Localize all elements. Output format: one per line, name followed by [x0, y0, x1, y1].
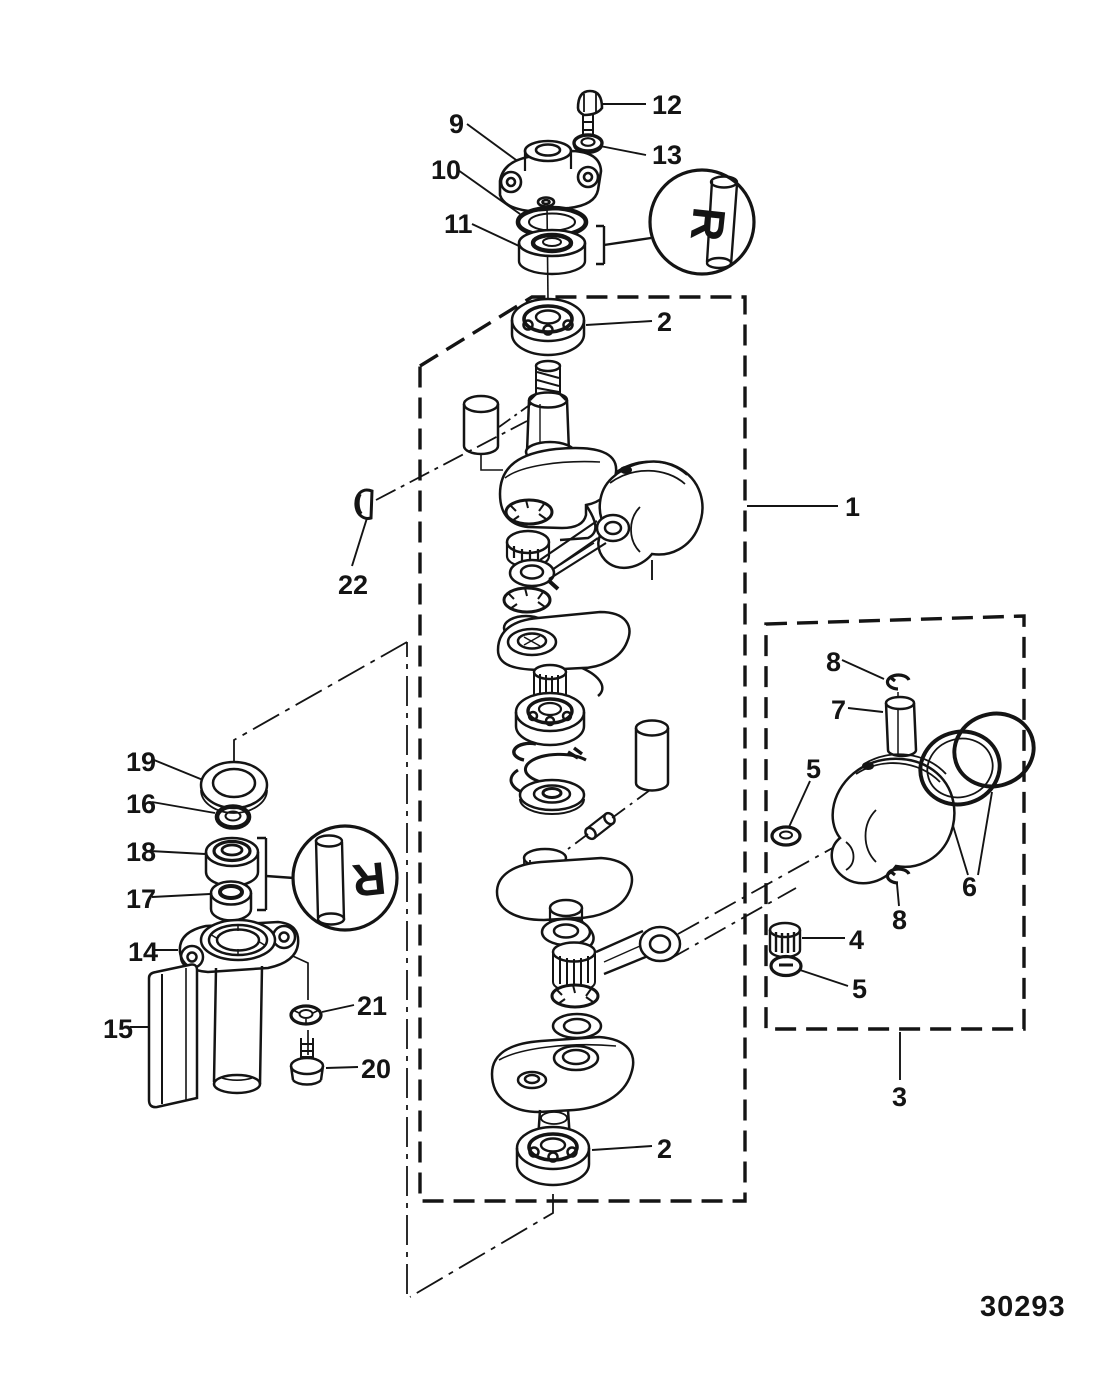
callout-16: 16 — [126, 789, 156, 819]
callout-15: 15 — [103, 1014, 133, 1044]
spline-journal — [532, 663, 568, 701]
callout-3: 3 — [892, 1082, 907, 1112]
ball-bearing-top — [510, 297, 586, 357]
detail-inset-left — [291, 824, 399, 932]
bearing-18 — [204, 836, 260, 888]
drawing-number: 30293 — [980, 1291, 1066, 1323]
end-cap-14 — [178, 918, 300, 1095]
woodruff-key-22 — [354, 488, 374, 520]
callout-2-top: 2 — [657, 307, 672, 337]
callout-20: 20 — [361, 1054, 391, 1084]
callout-6: 6 — [962, 872, 977, 902]
callout-5-upper: 5 — [806, 754, 821, 784]
piston-group — [768, 673, 1036, 978]
screw-20 — [289, 1038, 325, 1086]
callout-11: 11 — [444, 209, 473, 239]
callout-9: 9 — [449, 109, 464, 139]
callout-1: 1 — [845, 492, 860, 522]
washer-5-lower — [769, 954, 803, 978]
roller-pin-right — [634, 719, 670, 792]
wrist-pin-7 — [884, 695, 918, 758]
washer-5-upper — [770, 825, 802, 847]
callout-14: 14 — [128, 937, 158, 967]
callout-2-bottom: 2 — [657, 1134, 672, 1164]
crankshaft-assembly-box-1 — [418, 295, 747, 1203]
needle-roller-small — [584, 811, 616, 841]
piston-3 — [830, 753, 956, 885]
callout-21: 21 — [357, 991, 387, 1021]
retaining-rings — [509, 741, 587, 815]
inset-r-mark-left: R — [350, 852, 388, 907]
callout-17: 17 — [126, 884, 156, 914]
retaining-clip-8-bottom — [885, 867, 911, 885]
inset-markings: R R — [350, 205, 736, 907]
callout-8-top: 8 — [826, 647, 841, 677]
thrust-washer-19 — [199, 760, 269, 814]
o-ring-16 — [214, 804, 252, 830]
needle-bearing-4 — [768, 921, 802, 959]
detail-inset-top — [648, 168, 756, 276]
liner-15 — [147, 963, 199, 1109]
upper-rod-and-piston — [539, 460, 704, 580]
callout-12: 12 — [652, 90, 682, 120]
seal-11 — [517, 228, 587, 276]
crankshaft-top-journal — [525, 359, 571, 453]
callout-5-lower: 5 — [852, 974, 867, 1004]
ball-bearing-center — [514, 691, 586, 747]
ball-bearing-bottom — [515, 1109, 591, 1187]
callout-19: 19 — [126, 747, 156, 777]
middle-crank-web — [496, 610, 631, 697]
bolt-12 — [576, 89, 604, 142]
inset-r-mark-top: R — [681, 205, 736, 243]
callout-8-bottom: 8 — [892, 905, 907, 935]
retaining-clip-8-top — [885, 673, 911, 691]
lock-washer-21 — [289, 1004, 323, 1026]
callout-10: 10 — [431, 155, 461, 185]
callout-13: 13 — [652, 140, 682, 170]
roller-pin-left — [462, 394, 503, 471]
piston-rings-6 — [918, 711, 1036, 807]
callout-22: 22 — [338, 570, 368, 600]
seal-17 — [209, 880, 253, 922]
callout-18: 18 — [126, 837, 156, 867]
lower-connecting-rod — [595, 925, 682, 976]
top-end-cap-group — [498, 89, 756, 276]
callout-4: 4 — [849, 925, 864, 955]
callout-7: 7 — [831, 695, 846, 725]
bottom-counterweight — [490, 1035, 635, 1114]
crankshaft-group — [354, 297, 704, 1187]
piston-assembly-box-3 — [764, 614, 1026, 1031]
callout-labels: 9 10 11 12 13 2 1 22 8 7 5 6 8 4 5 3 2 1… — [103, 90, 977, 1164]
lower-crankpin-stack — [540, 917, 603, 1040]
lower-cap-group — [147, 760, 399, 1109]
